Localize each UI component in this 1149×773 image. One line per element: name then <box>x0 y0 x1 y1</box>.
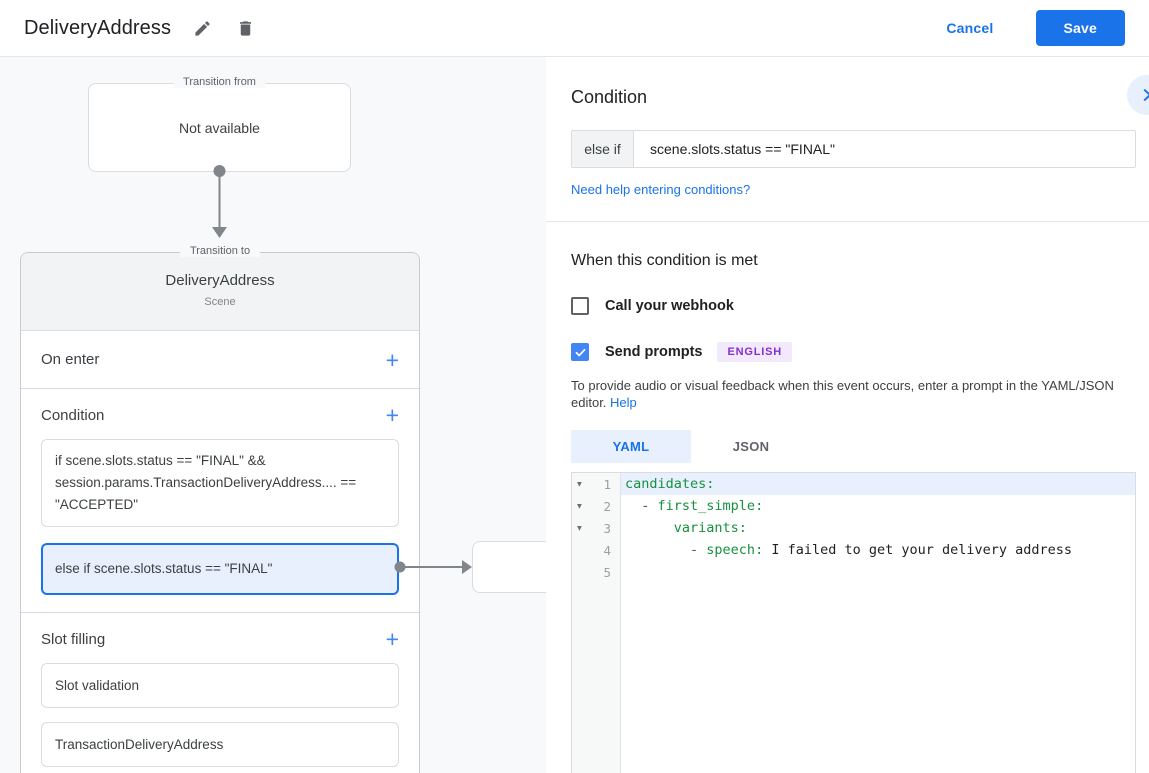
scene-type-label: Scene <box>204 296 236 308</box>
gutter-cell: 4 <box>572 539 621 561</box>
cancel-button[interactable]: Cancel <box>940 19 999 37</box>
add-slot-icon[interactable]: + <box>385 626 399 652</box>
code-line: 4 - speech: I failed to get your deliver… <box>572 539 1135 561</box>
condition-item-selected[interactable]: else if scene.slots.status == "FINAL" <box>41 543 399 595</box>
line-number: 5 <box>603 564 611 580</box>
condition-operator: else if <box>572 131 634 167</box>
slot-item[interactable]: Slot validation <box>41 663 399 708</box>
send-prompts-checkbox[interactable] <box>571 343 589 361</box>
on-enter-label: On enter <box>41 351 100 368</box>
delete-scene-button[interactable] <box>234 17 257 40</box>
code-line-content[interactable]: - speech: I failed to get your delivery … <box>690 542 1073 558</box>
transition-to-legend: Transition to <box>179 245 261 257</box>
conditions-help-link[interactable]: Need help entering conditions? <box>571 182 751 197</box>
condition-section: Condition + if scene.slots.status == "FI… <box>21 389 419 613</box>
code-line-content[interactable]: variants: <box>673 520 747 536</box>
slot-item[interactable]: TransactionDeliveryAddress <box>41 722 399 767</box>
panel-title-row: Condition <box>571 75 1149 115</box>
line-number: 1 <box>603 476 611 492</box>
edit-title-button[interactable] <box>191 17 214 40</box>
gutter-filler <box>572 583 621 773</box>
transition-from-legend: Transition from <box>173 76 266 88</box>
webhook-check-row: Call your webhook <box>571 297 1136 315</box>
send-prompts-check-row: Send prompts ENGLISH <box>571 342 1136 362</box>
transition-from-content: Not available <box>179 119 260 136</box>
send-prompts-label: Send prompts <box>605 344 703 360</box>
fold-arrow-icon[interactable]: ▼ <box>577 479 582 489</box>
main-area: Transition from Not available Transition… <box>0 57 1149 773</box>
condition-expression-row: else if scene.slots.status == "FINAL" <box>571 130 1136 168</box>
fold-arrow-icon[interactable]: ▼ <box>577 523 582 533</box>
tab-json[interactable]: JSON <box>732 439 770 454</box>
on-enter-row: On enter + <box>21 331 419 389</box>
transition-from-box: Transition from Not available <box>88 76 351 172</box>
when-met-title: When this condition is met <box>571 252 758 269</box>
transition-target-stub[interactable] <box>472 541 546 593</box>
app-header: DeliveryAddress Cancel Save <box>0 0 1149 57</box>
checkmark-icon <box>574 346 587 359</box>
prompts-description: To provide audio or visual feedback when… <box>571 377 1136 411</box>
scene-card-header: DeliveryAddress Scene <box>21 253 419 331</box>
condition-section-head: Condition + <box>41 403 399 427</box>
webhook-checkbox[interactable] <box>571 297 589 315</box>
scene-flow-canvas[interactable]: Transition from Not available Transition… <box>0 57 546 773</box>
condition-expression-input[interactable]: scene.slots.status == "FINAL" <box>650 141 836 157</box>
code-line: 5 <box>572 561 1135 583</box>
editor-empty-area <box>572 583 1135 773</box>
collapse-panel-button[interactable] <box>1127 75 1149 115</box>
condition-section-label: Condition <box>41 406 105 424</box>
webhook-label: Call your webhook <box>605 298 734 314</box>
panel-divider <box>546 221 1149 222</box>
prompts-description-text: To provide audio or visual feedback when… <box>571 378 1114 410</box>
slot-filling-section-head: Slot filling + <box>41 627 399 651</box>
slot-filling-section: Slot filling + Slot validation Transacti… <box>21 613 419 767</box>
transition-to-card: Transition to DeliveryAddress Scene On e… <box>20 245 420 773</box>
language-badge: ENGLISH <box>717 342 792 362</box>
fold-arrow-icon[interactable]: ▼ <box>577 501 582 511</box>
panel-title: Condition <box>571 87 648 107</box>
gutter-cell: ▼3 <box>572 517 621 539</box>
code-line-content[interactable]: candidates: <box>621 473 1135 495</box>
code-line-content[interactable] <box>621 561 1135 583</box>
code-line-content[interactable]: - first_simple: <box>641 498 764 514</box>
scene-name: DeliveryAddress <box>165 272 275 289</box>
condition-item[interactable]: if scene.slots.status == "FINAL" && sess… <box>41 439 399 527</box>
page-title: DeliveryAddress <box>24 16 172 39</box>
chevron-right-icon <box>1138 86 1149 104</box>
slot-filling-label: Slot filling <box>41 630 106 648</box>
gutter-cell: 5 <box>572 561 621 583</box>
line-number: 4 <box>603 542 611 558</box>
gutter-cell: ▼2 <box>572 495 621 517</box>
help-link[interactable]: Help <box>610 395 637 410</box>
save-button[interactable]: Save <box>1035 10 1125 46</box>
add-condition-icon[interactable]: + <box>385 402 399 428</box>
add-on-enter-icon[interactable]: + <box>385 346 399 373</box>
gutter-cell: ▼1 <box>572 473 621 495</box>
editor-format-tabs: YAML JSON <box>571 430 1136 463</box>
tab-yaml[interactable]: YAML <box>571 430 691 463</box>
code-line: ▼3 variants: <box>572 517 1135 539</box>
line-number: 3 <box>603 520 611 536</box>
pencil-icon <box>193 19 212 38</box>
code-empty-area[interactable] <box>621 583 1135 773</box>
condition-detail-panel: Condition else if scene.slots.status == … <box>546 57 1149 773</box>
trash-icon <box>236 19 255 38</box>
code-line: ▼2 - first_simple: <box>572 495 1135 517</box>
line-number: 2 <box>603 498 611 514</box>
